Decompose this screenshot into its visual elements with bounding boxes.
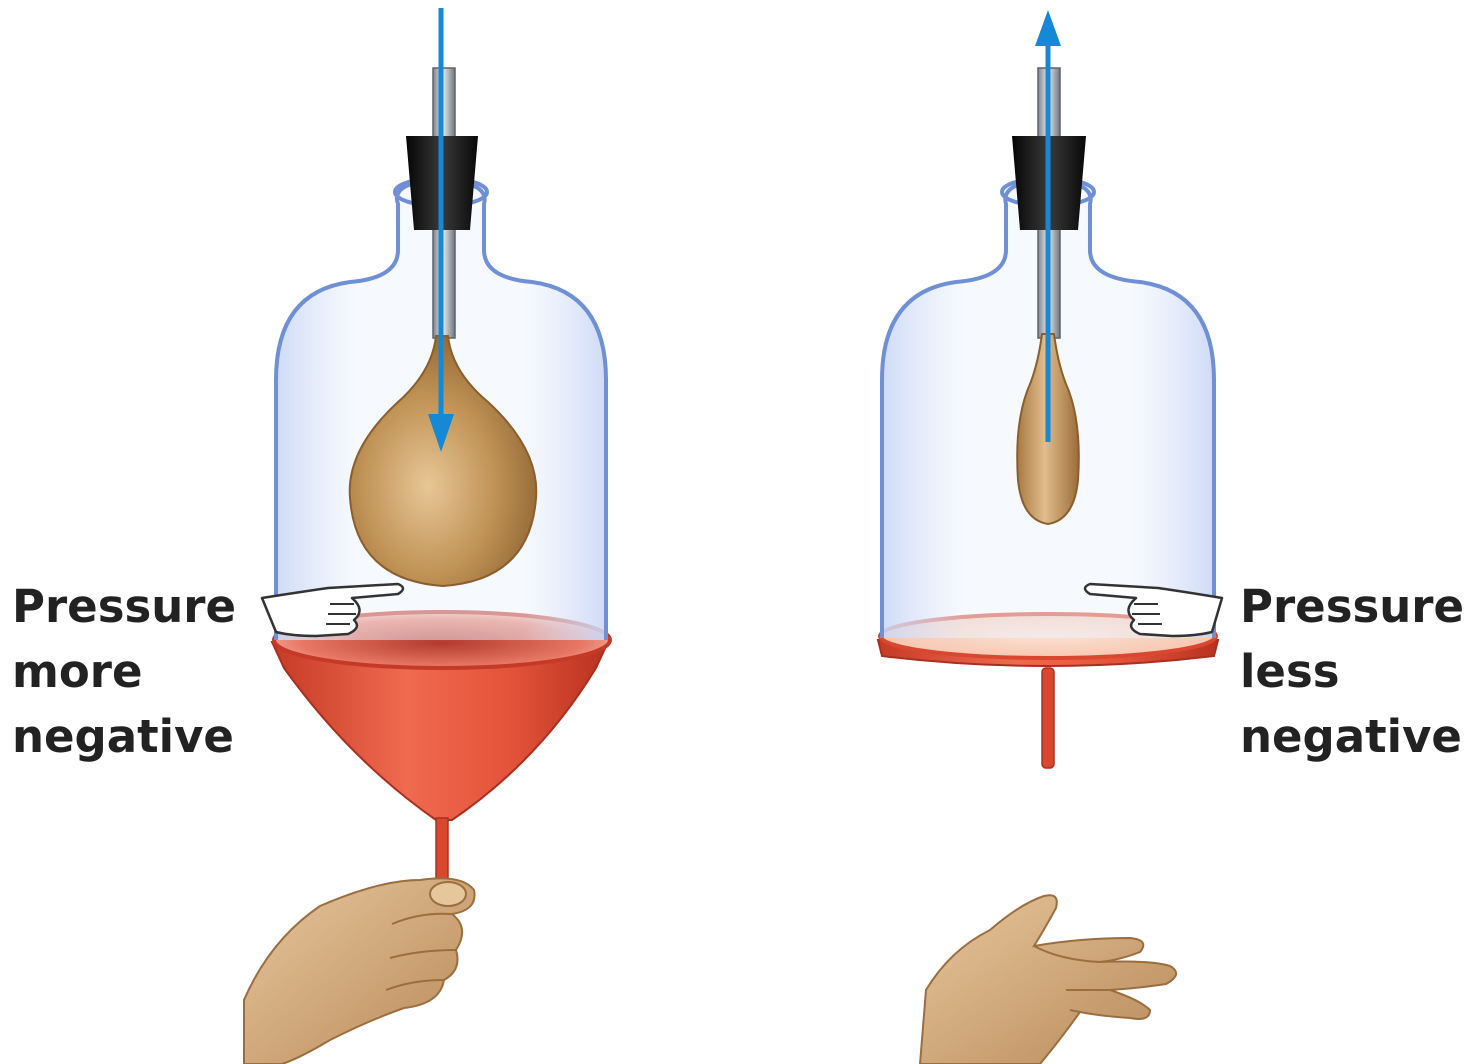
left-pressure-label: Pressure more negative [12,574,236,769]
left-label-line2: more [12,639,236,704]
left-label-line1: Pressure [12,574,236,639]
right-label-line3: negative [1240,704,1464,769]
right-label-line2: less [1240,639,1464,704]
left-diaphragm-funnel [272,612,610,888]
right-pressure-label: Pressure less negative [1240,574,1464,769]
right-label-line1: Pressure [1240,574,1464,639]
open-hand-icon [920,895,1176,1064]
left-apparatus [244,8,610,1064]
left-label-line3: negative [12,704,236,769]
hand-pulling-icon [244,878,475,1064]
right-apparatus [878,10,1222,1064]
